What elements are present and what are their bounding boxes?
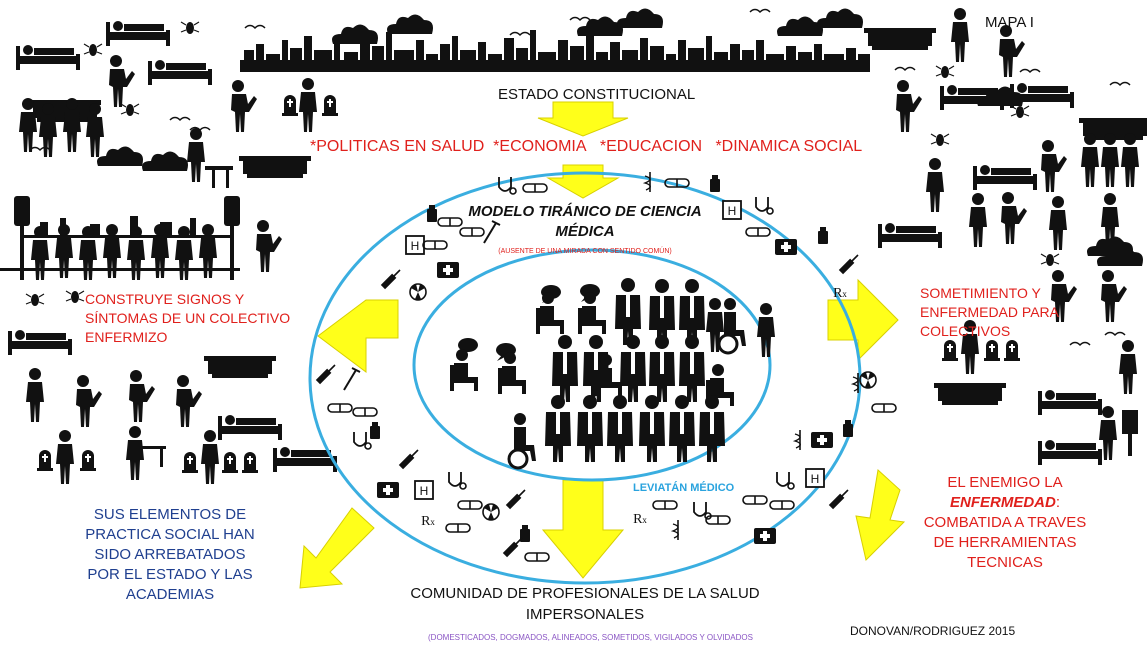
- left-elements-line4: POR EL ESTADO Y LAS: [87, 566, 253, 583]
- enemy-colon: :: [1055, 494, 1060, 511]
- community-text: COMUNIDAD DE PROFESIONALES DE LA SALUD I…: [375, 583, 795, 625]
- state-label: ESTADO CONSTITUCIONAL: [498, 86, 696, 103]
- enemy-line3: COMBATIDA A TRAVES: [923, 514, 1087, 531]
- enemy-word: ENFERMEDAD: [949, 494, 1056, 511]
- right-submission-line2: ENFERMEDAD PARA: [920, 304, 1059, 320]
- policy-education: *EDUCACION: [599, 138, 703, 155]
- left-scenes: [0, 21, 338, 484]
- right-submission-line3: COLECTIVOS: [920, 323, 1011, 339]
- policies-line: *POLITICAS EN SALUD *ECONOMIA *EDUCACION…: [310, 138, 862, 156]
- policy-social: *DINAMICA SOCIAL: [715, 138, 863, 155]
- model-title-line1: MODELO TIRÁNICO DE CIENCIA: [468, 203, 702, 220]
- left-builds-line1: CONSTRUYE SIGNOS Y: [85, 291, 245, 307]
- right-submission-text: SOMETIMIENTO Y ENFERMEDAD PARA COLECTIVO…: [920, 284, 1059, 341]
- credit-text: DONOVAN/RODRIGUEZ 2015: [850, 624, 1016, 638]
- map-label: MAPA I: [985, 14, 1034, 31]
- model-title-line2: MÉDICA: [555, 223, 615, 240]
- leviathan-label: LEVIATÁN MÉDICO: [633, 482, 735, 494]
- descriptors-text: (DOMESTICADOS, DOGMADOS, ALINEADOS, SOME…: [428, 633, 753, 642]
- right-submission-line1: SOMETIMIENTO Y: [920, 285, 1041, 301]
- model-title: MODELO TIRÁNICO DE CIENCIA MÉDICA: [450, 202, 720, 242]
- enemy-text: EL ENEMIGO LA ENFERMEDAD: COMBATIDA A TR…: [905, 473, 1105, 573]
- left-builds-text: CONSTRUYE SIGNOS Y SÍNTOMAS DE UN COLECT…: [85, 290, 290, 347]
- model-subtitle: (AUSENTE DE UNA MIRADA CON SENTIDO COMÚN…: [498, 248, 672, 255]
- community-line1: COMUNIDAD DE PROFESIONALES DE LA SALUD: [410, 585, 760, 602]
- left-elements-line2: PRACTICA SOCIAL HAN: [85, 526, 255, 543]
- left-elements-text: SUS ELEMENTOS DE PRACTICA SOCIAL HAN SID…: [55, 505, 285, 605]
- policy-health: *POLITICAS EN SALUD: [310, 138, 485, 155]
- left-elements-line3: SIDO ARREBATADOS: [94, 546, 246, 563]
- left-elements-line1: SUS ELEMENTOS DE: [93, 506, 247, 523]
- community-line2: IMPERSONALES: [525, 606, 645, 623]
- left-builds-line3: ENFERMIZO: [85, 329, 168, 345]
- right-scenes: [864, 8, 1147, 465]
- left-builds-line2: SÍNTOMAS DE UN COLECTIVO: [85, 310, 291, 326]
- enemy-line2: ENFERMEDAD:: [905, 493, 1105, 513]
- doctor-icon: [615, 278, 641, 345]
- city-skyline-icon: [240, 30, 870, 72]
- enemy-line1: EL ENEMIGO LA: [947, 474, 1063, 491]
- enemy-line5: TECNICAS: [967, 554, 1043, 571]
- left-elements-line5: ACADEMIAS: [125, 586, 215, 603]
- enemy-line4: DE HERRAMIENTAS: [933, 534, 1077, 551]
- policy-economy: *ECONOMIA: [493, 138, 587, 155]
